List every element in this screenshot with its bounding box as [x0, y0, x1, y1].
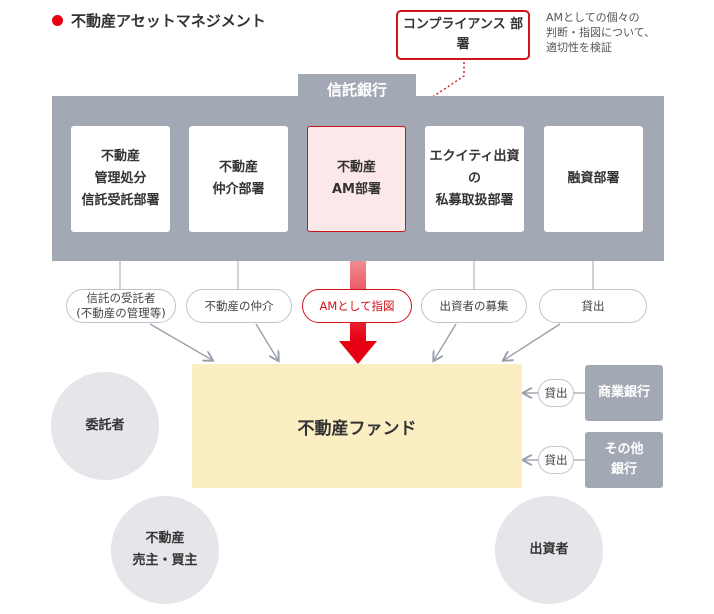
dept-am: 不動産 AM部署	[307, 126, 406, 232]
page-title-text: 不動産アセットマネジメント	[71, 12, 266, 30]
real-estate-fund: 不動産ファンド	[192, 364, 522, 488]
commercial-bank: 商業銀行	[585, 365, 663, 421]
bullet-icon	[52, 15, 63, 26]
am-arrow-head	[339, 341, 377, 364]
role-brokerage: 不動産の仲介	[186, 289, 292, 323]
other-bank: その他 銀行	[585, 432, 663, 488]
dept-loan: 融資部署	[544, 126, 643, 232]
compliance-box: コンプライアンス 部署	[396, 10, 530, 60]
arrow-trustee	[149, 323, 212, 360]
page-title: 不動産アセットマネジメント	[52, 10, 266, 31]
loan-badge-commercial: 貸出	[538, 379, 574, 407]
party-investor: 出資者	[495, 496, 603, 604]
party-entruster: 委託者	[51, 372, 159, 480]
compliance-note: AMとしての個々の 判断・指図について、 適切性を検証	[546, 11, 656, 54]
arrow-brokerage	[255, 323, 278, 360]
loan-badge-other: 貸出	[538, 446, 574, 474]
dept-trust: 不動産 管理処分 信託受託部署	[71, 126, 170, 232]
compliance-arrow	[403, 62, 465, 126]
arrow-equity	[434, 323, 457, 360]
trust-bank-title: 信託銀行	[298, 74, 416, 104]
role-equity: 出資者の募集	[421, 289, 527, 323]
role-loan: 貸出	[539, 289, 647, 323]
dept-brokerage: 不動産 仲介部署	[189, 126, 288, 232]
party-seller-buyer: 不動産 売主・買主	[111, 496, 219, 604]
role-trustee: 信託の受託者 (不動産の管理等)	[66, 289, 176, 323]
arrow-loan	[504, 323, 561, 360]
dept-equity: エクイティ出資 の 私募取扱部署	[425, 126, 524, 232]
role-am-instruction: AMとして指図	[302, 289, 412, 323]
